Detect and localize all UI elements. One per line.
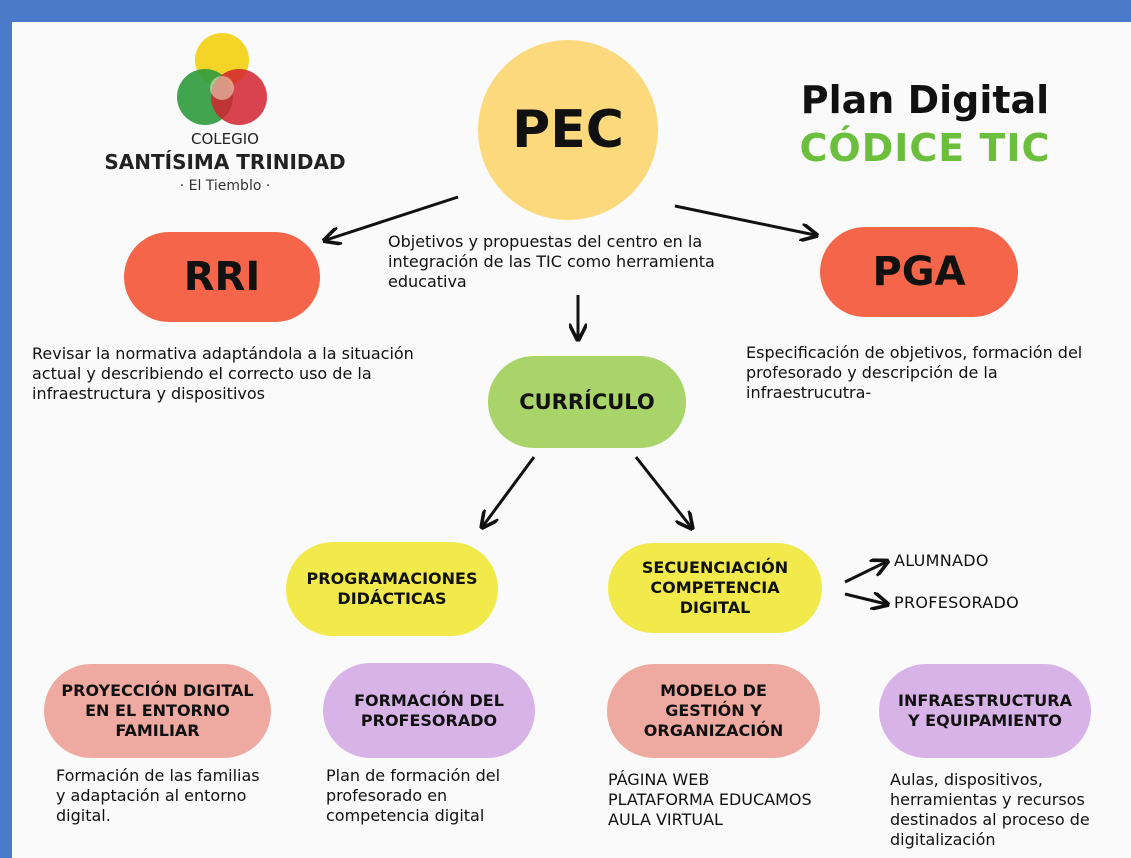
modelo-description-line-1: PÁGINA WEB	[608, 770, 710, 789]
label-profesorado: PROFESORADO	[894, 593, 1020, 612]
arrow-pec-to-pga	[674, 204, 815, 235]
rri-description: Revisar la normativa adaptándola a la si…	[32, 344, 414, 403]
modelo-description-line-3: AULA VIRTUAL	[608, 810, 723, 829]
page-subtitle: CÓDICE TIC	[799, 126, 1051, 170]
formacion-description: Plan de formación del profesorado en com…	[326, 766, 501, 825]
logo-text-location: · El Tiemblo ·	[179, 178, 271, 194]
label-alumnado: ALUMNADO	[894, 551, 989, 570]
node-formacion-profesorado: FORMACIÓN DEL PROFESORADO	[323, 663, 535, 758]
school-logo-icon	[177, 33, 267, 125]
node-secuenciacion-competencia-digital: SECUENCIACIÓN COMPETENCIA DIGITAL	[608, 543, 822, 633]
node-pec: PEC	[478, 40, 658, 220]
arrow-pec-to-rri	[326, 195, 459, 240]
proyeccion-description: Formación de las familias y adaptación a…	[56, 766, 260, 825]
node-rri: RRI	[124, 232, 320, 322]
arrow-curriculo-to-secuenciacion	[634, 456, 691, 527]
node-pga: PGA	[820, 227, 1018, 317]
node-programaciones-didacticas: PROGRAMACIONES DIDÁCTICAS	[286, 542, 498, 636]
node-modelo-gestion: MODELO DE GESTIÓN Y ORGANIZACIÓN	[607, 664, 820, 758]
logo-text-colegio: COLEGIO	[191, 130, 259, 148]
node-curriculo: CURRÍCULO	[488, 356, 686, 448]
modelo-description-line-2: PLATAFORMA EDUCAMOS	[608, 790, 812, 809]
infraestructura-description: Aulas, dispositivos, herramientas y recu…	[890, 770, 1090, 849]
node-infraestructura: INFRAESTRUCTURA Y EQUIPAMIENTO	[879, 664, 1091, 758]
node-proyeccion-digital: PROYECCIÓN DIGITAL EN EL ENTORNO FAMILIA…	[44, 664, 271, 758]
pec-description: Objetivos y propuestas del centro en la …	[388, 232, 715, 291]
pga-description: Especificación de objetivos, formación d…	[746, 343, 1083, 402]
arrow-to-profesorado	[844, 594, 886, 604]
page-title: Plan Digital	[800, 78, 1050, 122]
arrow-to-alumnado	[844, 562, 886, 584]
logo-text-school-name: SANTÍSIMA TRINIDAD	[104, 150, 346, 174]
arrow-curriculo-to-programaciones	[483, 456, 536, 526]
